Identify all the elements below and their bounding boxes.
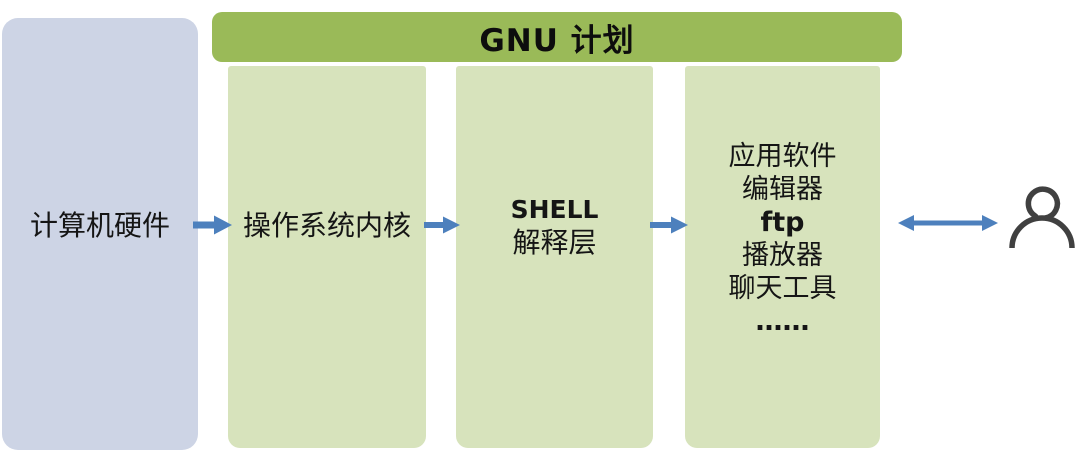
apps-line-chat: 聊天工具	[728, 273, 837, 304]
kernel-label: 操作系统内核	[242, 209, 411, 242]
apps-line-ftp: ftp	[760, 207, 805, 238]
apps-label-block: 应用软件 编辑器 ftp 播放器 聊天工具 ……	[685, 140, 880, 338]
gnu-header-title: GNU 计划	[479, 22, 635, 59]
shell-title: SHELL	[510, 195, 599, 224]
hardware-box: 计算机硬件	[2, 18, 198, 450]
apps-line-player: 播放器	[742, 240, 823, 271]
arrow-kernel-to-shell-icon	[424, 216, 460, 234]
shell-label-block: SHELL 解释层	[456, 193, 653, 259]
arrow-shell-to-apps-icon	[650, 216, 688, 234]
shell-box: SHELL 解释层	[456, 66, 653, 448]
shell-subtitle: 解释层	[512, 226, 597, 259]
arrow-apps-user-bidirectional-icon	[898, 215, 998, 231]
person-outline-icon	[1009, 186, 1075, 249]
apps-line-ellipsis: ……	[755, 306, 810, 337]
apps-line-editor: 编辑器	[742, 174, 823, 205]
apps-box: 应用软件 编辑器 ftp 播放器 聊天工具 ……	[685, 66, 880, 448]
apps-line-software: 应用软件	[728, 141, 837, 172]
arrow-hardware-to-kernel-icon	[193, 215, 232, 235]
kernel-box: 操作系统内核	[228, 66, 426, 448]
gnu-header-bar: GNU 计划	[212, 12, 902, 62]
hardware-label: 计算机硬件	[29, 209, 170, 242]
